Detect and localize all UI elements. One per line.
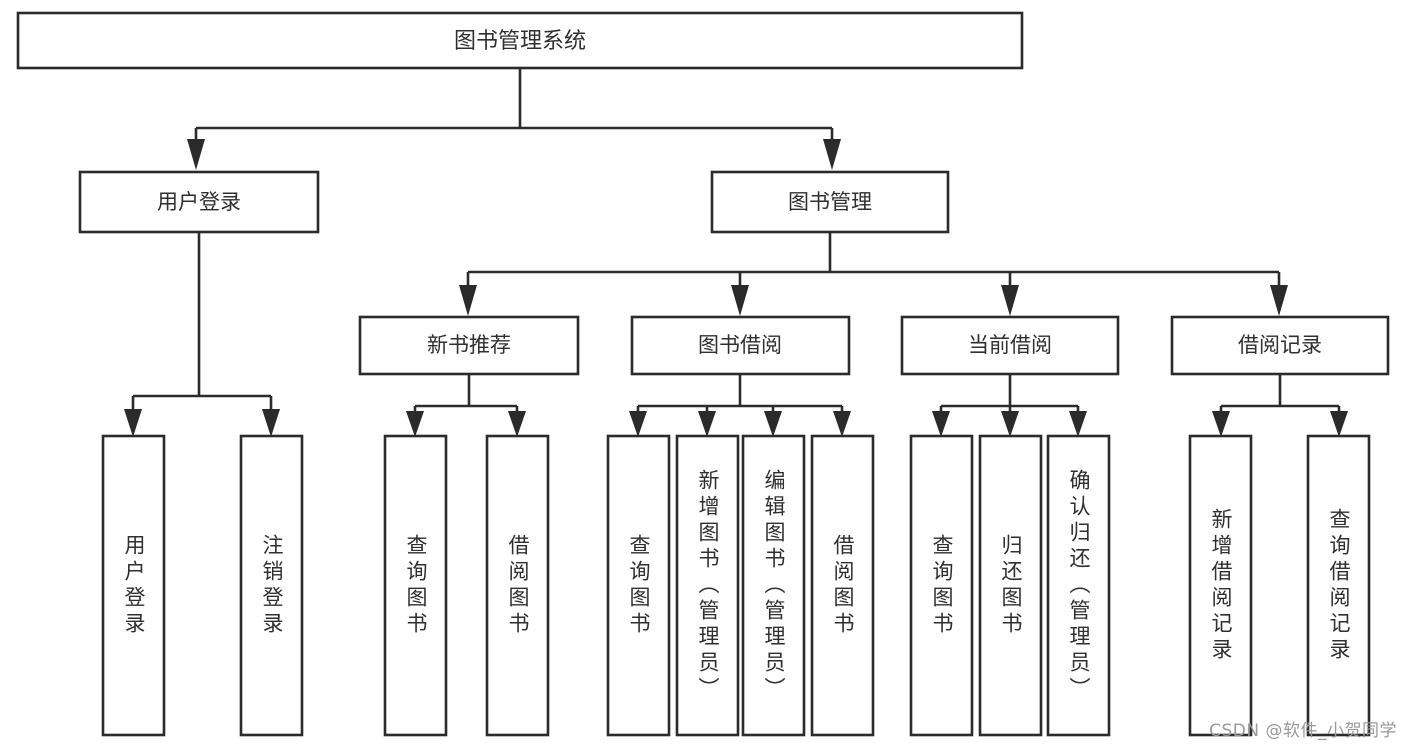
leaf-box-logout[interactable] xyxy=(239,434,304,737)
leaf-box-query-book-1[interactable] xyxy=(383,434,448,737)
node-root[interactable]: 图书管理系统 xyxy=(16,11,1024,70)
leaf-box-query-book-2[interactable] xyxy=(606,434,671,737)
connector-user-login-leaves xyxy=(124,232,280,437)
leaf-box-confirm-return-admin[interactable] xyxy=(1046,434,1111,737)
node-book-manage[interactable]: 图书管理 xyxy=(710,170,950,234)
new-book-recommend-label: 新书推荐 xyxy=(427,333,511,357)
leaf-box-query-borrow-record[interactable] xyxy=(1306,434,1371,737)
node-user-login[interactable]: 用户登录 xyxy=(78,170,320,234)
node-current-borrow[interactable]: 当前借阅 xyxy=(900,315,1120,376)
book-borrow-label: 图书借阅 xyxy=(698,333,782,357)
leaf-box-add-borrow-record[interactable] xyxy=(1188,434,1253,737)
leaf-box-borrow-book-2[interactable] xyxy=(810,434,875,737)
leaf-box-add-book-admin[interactable] xyxy=(675,434,740,737)
new-book-recommend-box[interactable] xyxy=(358,315,580,376)
root-box[interactable] xyxy=(16,11,1024,70)
connector-new-book-recommend-leaves xyxy=(406,374,526,437)
current-borrow-box[interactable] xyxy=(900,315,1120,376)
arrow-to-book-manage xyxy=(823,139,841,170)
user-login-label: 用户登录 xyxy=(157,190,241,214)
connector-book-borrow-leaves xyxy=(629,374,851,437)
leaf-box-return-book[interactable] xyxy=(978,434,1043,737)
connector-current-borrow-leaves xyxy=(932,374,1087,437)
user-login-box[interactable] xyxy=(78,170,320,234)
leaf-box-edit-book-admin[interactable] xyxy=(741,434,806,737)
connector-root-bus xyxy=(187,68,841,170)
node-borrow-records[interactable]: 借阅记录 xyxy=(1170,315,1390,376)
leaf-box-borrow-book-1[interactable] xyxy=(485,434,550,737)
arrow-to-user-login xyxy=(187,139,205,170)
connector-borrow-records-leaves xyxy=(1212,374,1348,437)
node-new-book-recommend[interactable]: 新书推荐 xyxy=(358,315,580,376)
node-book-borrow[interactable]: 图书借阅 xyxy=(630,315,851,376)
current-borrow-label: 当前借阅 xyxy=(968,333,1052,357)
borrow-records-label: 借阅记录 xyxy=(1238,333,1322,357)
root-label: 图书管理系统 xyxy=(454,29,586,54)
book-manage-label: 图书管理 xyxy=(788,190,872,214)
connector-book-manage-bus xyxy=(459,232,1288,316)
leaf-box-query-book-3[interactable] xyxy=(909,434,974,737)
watermark-text: CSDN @软件_小贺同学 xyxy=(1209,721,1397,741)
leaf-box-user-login[interactable] xyxy=(101,434,166,737)
